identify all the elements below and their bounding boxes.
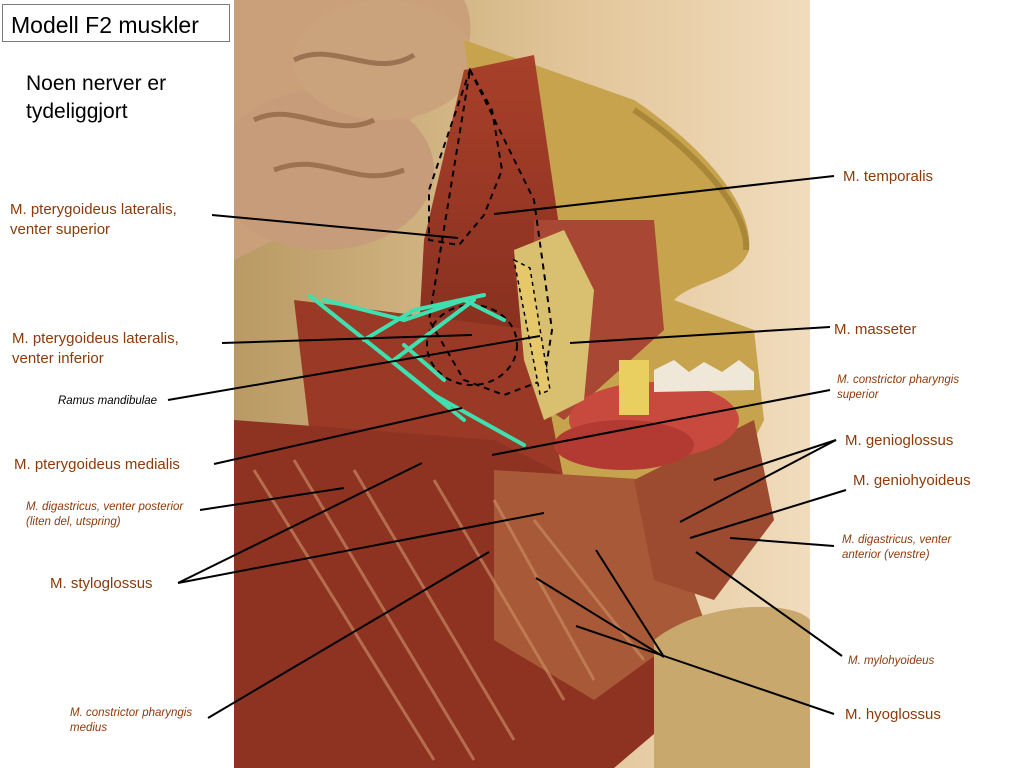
leader-digastricus-ant (729, 537, 835, 547)
label-geniohyoideus: M. geniohyoideus (853, 472, 971, 489)
leader-digastricus-post (199, 487, 345, 511)
label-digastricus-ant: M. digastricus, venter anterior (venstre… (842, 534, 952, 561)
leader-styloglossus-b (177, 512, 545, 584)
label-ptery-lat-inf: M. pterygoideus lateralis, venter inferi… (12, 330, 179, 367)
leader-ptery-med (213, 407, 463, 465)
leader-ptery-lat-sup (211, 214, 459, 239)
label-styloglossus: M. styloglossus (50, 575, 153, 592)
leader-temporalis (493, 175, 835, 215)
leader-hyoglossus-c (595, 549, 665, 658)
leader-hyoglossus-a (575, 625, 835, 715)
leader-ramus (167, 335, 541, 401)
leader-hyoglossus-b (535, 577, 665, 658)
leader-genioglossus-b (679, 439, 837, 523)
leader-masseter (569, 326, 831, 344)
leader-ptery-lat-inf (221, 334, 473, 344)
anatomy-model-photo (234, 0, 810, 768)
label-ptery-lat-sup: M. pterygoideus lateralis, venter superi… (10, 201, 177, 238)
label-temporalis: M. temporalis (843, 168, 934, 185)
leader-genioglossus-a (713, 439, 837, 481)
leader-styloglossus-a (177, 462, 423, 584)
label-mylohyoideus: M. mylohyoideus (848, 655, 935, 667)
label-masseter: M. masseter (834, 321, 917, 338)
label-hyoglossus: M. hyoglossus (845, 706, 941, 723)
leader-constrictor-medius (207, 551, 490, 719)
slide-title: Modell F2 muskler (11, 12, 199, 38)
label-digastricus-post: M. digastricus, venter posterior (liten … (26, 501, 184, 528)
slide-subtitle: Noen nerver er tydeliggjort (26, 72, 167, 123)
leader-geniohyoideus (689, 489, 847, 539)
label-genioglossus: M. genioglossus (845, 432, 954, 449)
label-ramus: Ramus mandibulae (58, 395, 158, 407)
leader-constrictor-superior (491, 389, 831, 456)
label-ptery-med: M. pterygoideus medialis (14, 456, 180, 473)
label-constrictor-medius: M. constrictor pharyngis medius (70, 707, 193, 734)
label-constrictor-superior: M. constrictor pharyngis superior (837, 374, 960, 401)
leader-mylohyoideus (695, 551, 843, 657)
title-box: Modell F2 muskler (2, 4, 230, 42)
